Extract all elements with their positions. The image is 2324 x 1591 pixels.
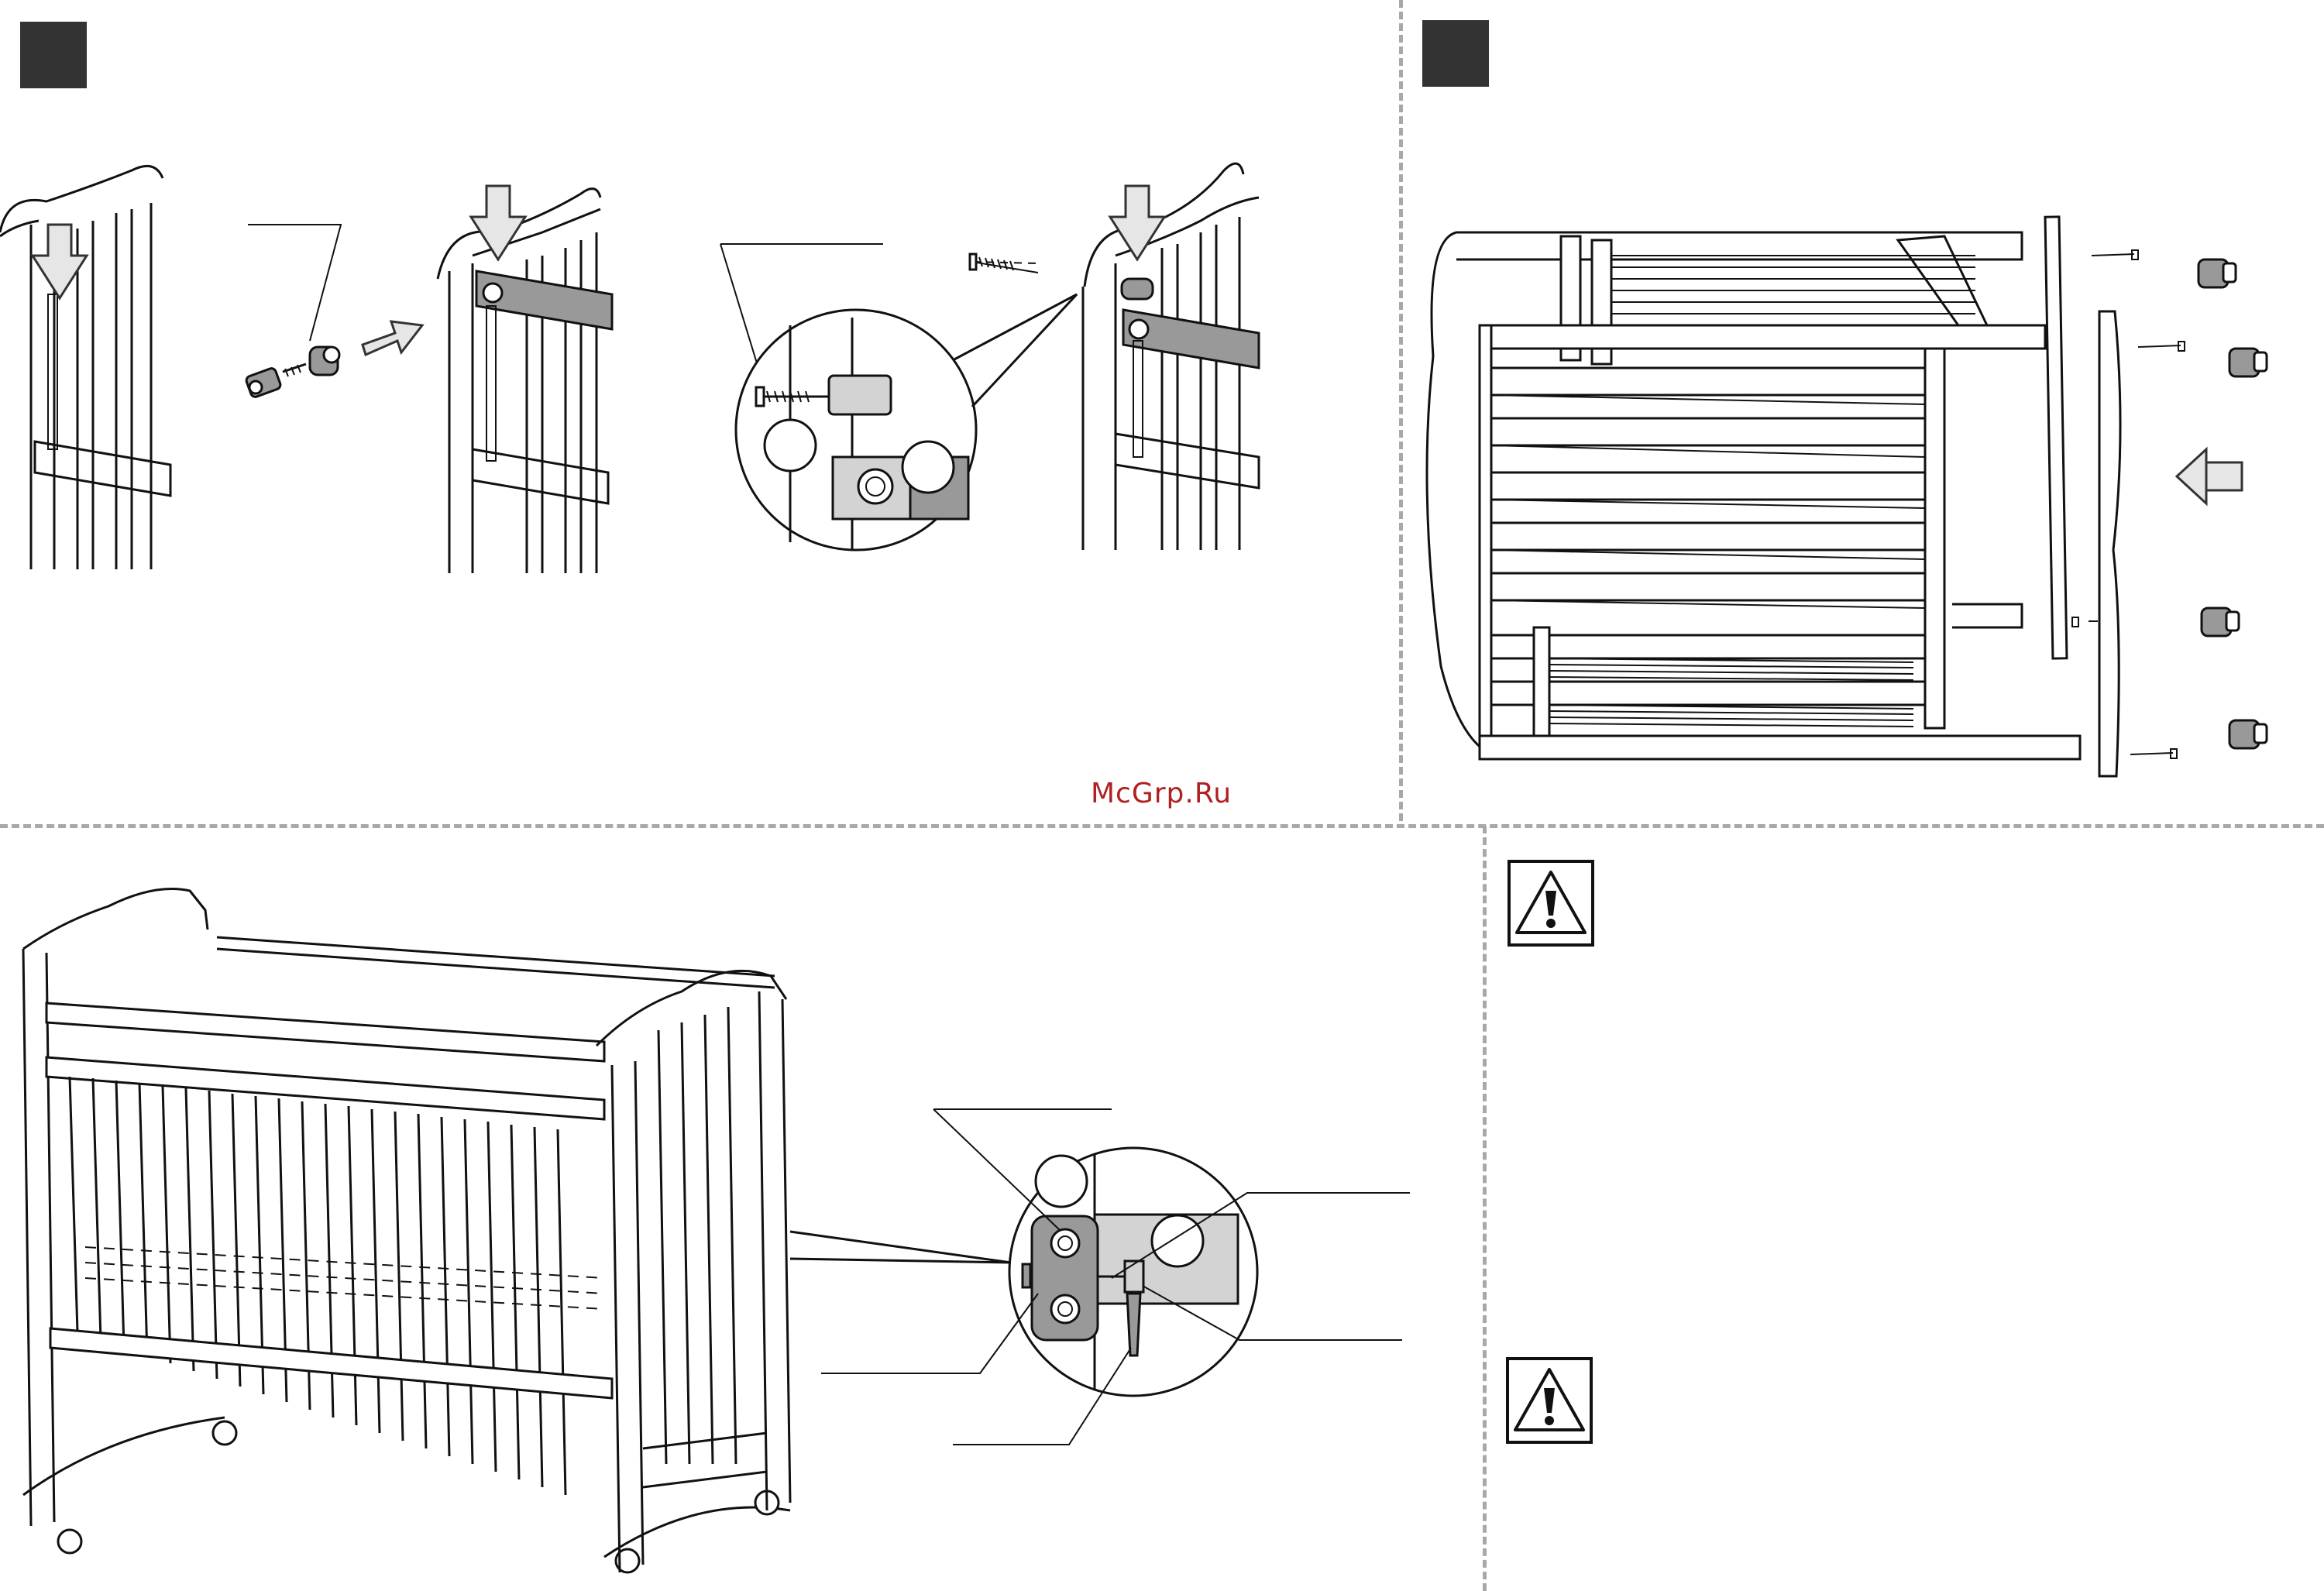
detail-callout-circle	[720, 243, 1078, 552]
side-rail-2	[2098, 310, 2122, 778]
fastener-parts	[245, 224, 425, 398]
arrow-left-icon	[2174, 446, 2243, 507]
warning-icon	[1506, 1357, 1593, 1444]
screw-insert-view	[968, 162, 1260, 550]
screw-icon	[282, 345, 341, 377]
arrow-down-icon	[1108, 184, 1167, 262]
crib-slats	[68, 1076, 567, 1496]
divider-vertical-top	[1399, 0, 1403, 821]
arrow-down-icon	[30, 223, 89, 301]
side-rail-1	[2044, 215, 2068, 660]
nut-icon	[2197, 258, 2268, 750]
warning-icon	[1508, 860, 1594, 947]
divider-horizontal-middle	[0, 824, 2324, 828]
headboard-slot-view	[0, 164, 172, 569]
rail-inserted-view	[436, 184, 614, 573]
assembled-crib-illustration	[22, 888, 1410, 1574]
step-marker-2	[1422, 20, 1489, 87]
arrow-down-icon	[469, 184, 528, 262]
base-assembly-illustration	[1425, 215, 2268, 778]
divider-vertical-bottom	[1483, 826, 1487, 1591]
rail-assembly-illustration	[0, 162, 1260, 573]
step-marker-1	[20, 22, 87, 88]
nut-icon	[245, 367, 282, 398]
watermark: McGrp.Ru	[1091, 778, 1232, 809]
arrow-right-icon	[361, 320, 425, 357]
lock-detail-callout	[789, 1108, 1410, 1445]
screw-icon	[2071, 249, 2185, 759]
mattress-slats	[1490, 366, 1927, 727]
